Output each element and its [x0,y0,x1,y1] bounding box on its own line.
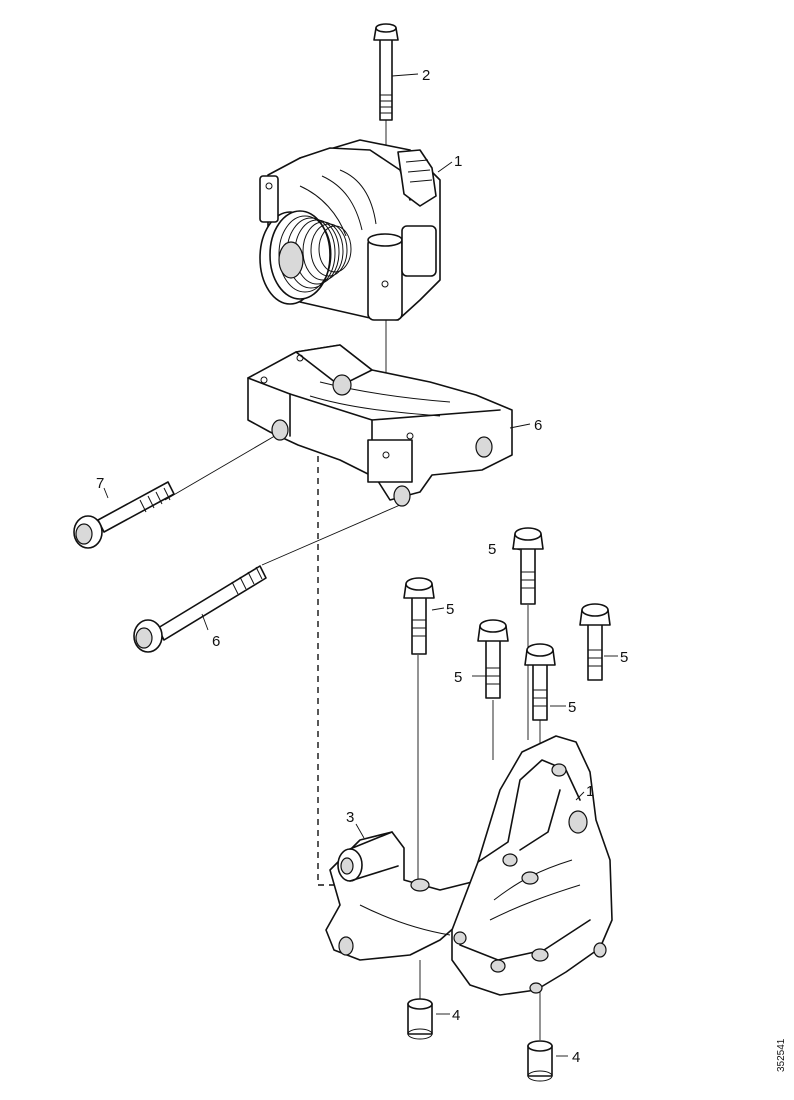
callout-labels: 2 1 6 7 6 5 5 5 5 5 3 1 4 4 [96,67,628,1066]
callout-4-b: 4 [572,1049,580,1066]
lower-bracket-part-3 [325,831,481,961]
bolt-part-2 [373,23,399,121]
main-bracket-part-1 [451,735,613,996]
upper-bracket-part-6 [247,344,513,507]
bolt-part-5-d [524,643,556,721]
bolt-part-5-e [579,603,611,681]
bolt-part-7 [73,481,175,549]
callout-5-e: 5 [620,649,628,666]
callout-leaders [103,73,618,1057]
bolt-part-5-b [512,527,544,605]
callout-1-bracket: 1 [586,783,594,800]
alternator-part-1 [259,139,441,321]
bolt-part-5-c [477,619,509,699]
callout-3: 3 [346,809,354,826]
bolt-part-6 [133,565,267,653]
callout-5-d: 5 [568,699,576,716]
callout-5-a: 5 [446,601,454,618]
callout-7: 7 [96,475,104,492]
callout-6-bracket: 6 [534,417,542,434]
sleeve-part-4-a [407,998,433,1040]
callout-5-b: 5 [488,541,496,558]
sleeve-part-4-b [527,1040,553,1082]
callout-4-a: 4 [452,1007,460,1024]
callout-2: 2 [422,67,430,84]
callout-1-alternator: 1 [454,153,462,170]
callout-6-bolt: 6 [212,633,220,650]
bolt-part-5-a [403,577,435,655]
figure-reference-number: 352541 [776,1038,787,1072]
callout-5-c: 5 [454,669,462,686]
